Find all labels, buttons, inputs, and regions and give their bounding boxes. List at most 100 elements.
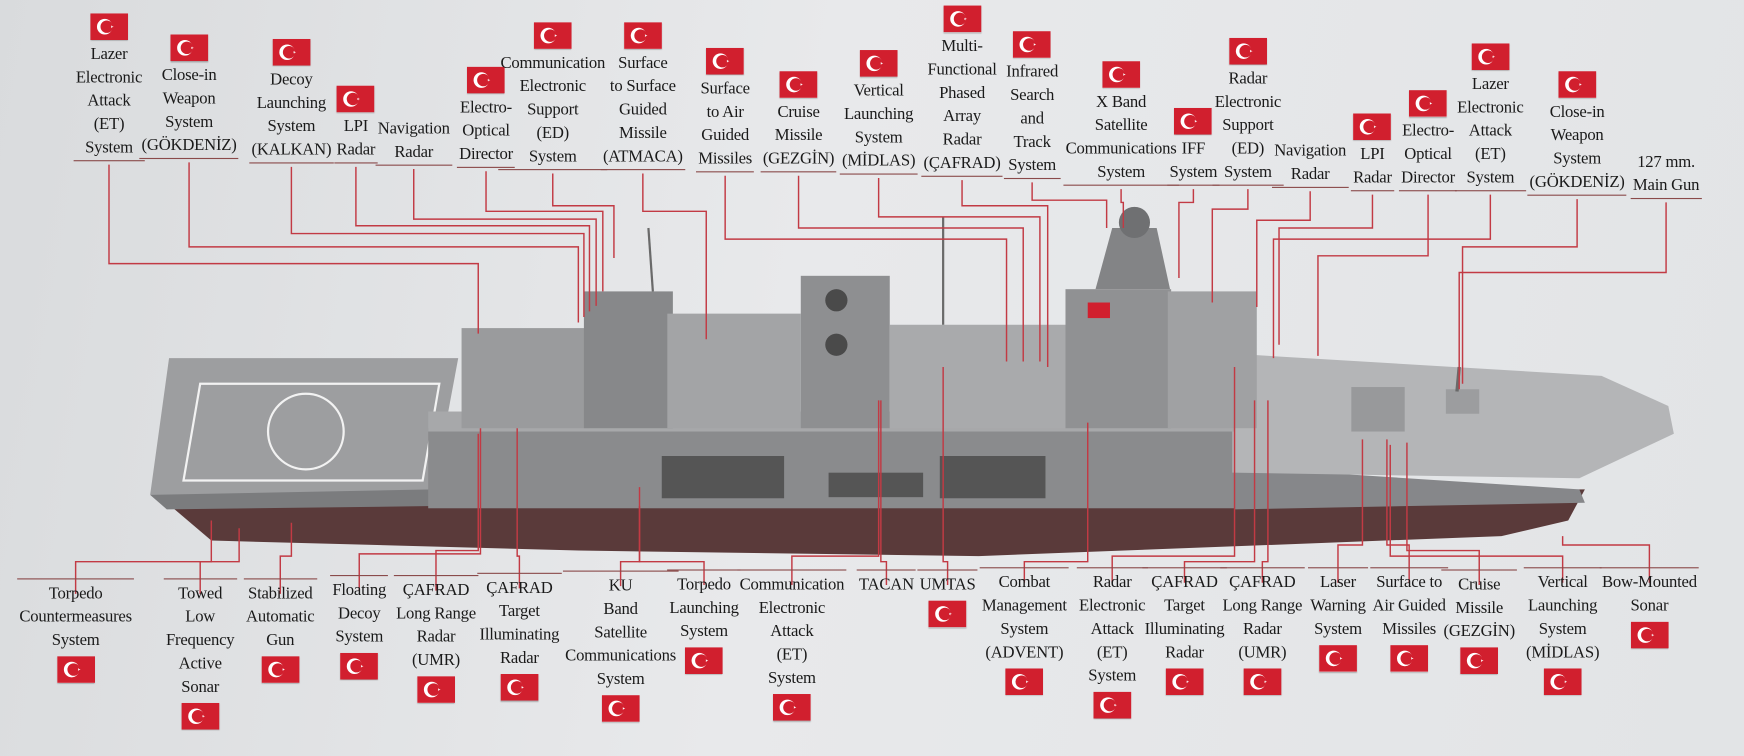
label-line: Communication [500, 54, 606, 73]
hull-window [661, 456, 785, 499]
label-line: LPI [1360, 145, 1385, 164]
label-text: 127 mm.Main Gun [1630, 151, 1702, 200]
label-line: Director [459, 145, 513, 164]
label-line: (ET) [776, 646, 808, 664]
label-line: Electronic [1214, 93, 1282, 112]
label-line: Towed [178, 585, 223, 603]
turkish-flag-icon [1243, 668, 1282, 696]
label-line: Long Range [1222, 597, 1303, 616]
turkish-flag-icon [601, 695, 640, 722]
turkish-flag-icon [1353, 113, 1392, 141]
label-line: (GÖKDENİZ) [1529, 173, 1625, 192]
label-line: System [1223, 163, 1272, 182]
leader-line [1178, 189, 1195, 279]
label-line: Countermeasures [19, 608, 132, 627]
label-line: ÇAFRAD [402, 581, 470, 600]
bridge-block [1167, 291, 1257, 429]
label-line: Vertical [1537, 573, 1588, 592]
label-line: System [1466, 169, 1515, 187]
label-line: Attack [770, 622, 814, 641]
label-line: System [1169, 163, 1218, 182]
label-line: Frequency [165, 631, 235, 650]
turkish-flag-icon [170, 34, 208, 62]
turkish-flag-icon [90, 13, 128, 41]
label-line: Torpedo [48, 585, 103, 603]
label-line: System [528, 147, 577, 166]
turkish-flag-icon [928, 600, 967, 628]
leader-line [108, 164, 479, 334]
label-line: Illuminating [1144, 620, 1225, 639]
turkish-flag-icon [340, 652, 379, 680]
label-line: System [1008, 156, 1057, 175]
label-line: (UMR) [411, 651, 460, 670]
turkish-flag-icon [685, 647, 723, 674]
label-line: (KALKAN) [251, 141, 332, 160]
leader-line [1461, 199, 1578, 384]
label-line: UMTAS [919, 576, 976, 594]
leader-line [355, 166, 591, 312]
label-line: Warning [1310, 597, 1366, 616]
launcher-block [1351, 387, 1405, 432]
label-line: Director [1401, 169, 1455, 187]
leader-line [1458, 202, 1667, 390]
label-line: Automatic [246, 608, 315, 627]
label-line: Attack [87, 92, 131, 111]
label-line: System [680, 622, 728, 641]
label-line: Combat [998, 573, 1051, 592]
label-line: Phased [939, 84, 986, 103]
leader-line [1386, 439, 1410, 583]
label-line: System [51, 631, 100, 650]
leader-line [279, 522, 293, 594]
label-line: TACAN [858, 576, 914, 594]
leader-line [1120, 189, 1125, 229]
label-line: (MİDLAS) [1525, 643, 1600, 662]
midship-deck-block [667, 313, 801, 429]
leader-line [942, 367, 949, 586]
leader-line [358, 428, 482, 591]
label-line: Air Guided [1372, 597, 1447, 616]
label-line: Target [499, 602, 540, 621]
label-line: Low [185, 608, 216, 627]
label-line: (ET) [1475, 145, 1506, 164]
hull-window [828, 472, 924, 498]
label-line: Weapon [1550, 126, 1604, 145]
label-line: Radar [1165, 643, 1204, 662]
label-line: Cruise [1458, 576, 1501, 594]
mast-block-aft [583, 291, 673, 429]
leader-line [290, 166, 585, 317]
turkish-flag-icon [943, 5, 981, 33]
label-line: ÇAFRAD [1151, 573, 1218, 592]
leader-line [1406, 442, 1480, 586]
label-line: ÇAFRAD [1229, 573, 1296, 592]
turkish-flag-icon [1319, 645, 1357, 672]
label-line: System [267, 117, 316, 136]
aft-superstructure [461, 328, 590, 429]
leader-line [1278, 194, 1374, 345]
